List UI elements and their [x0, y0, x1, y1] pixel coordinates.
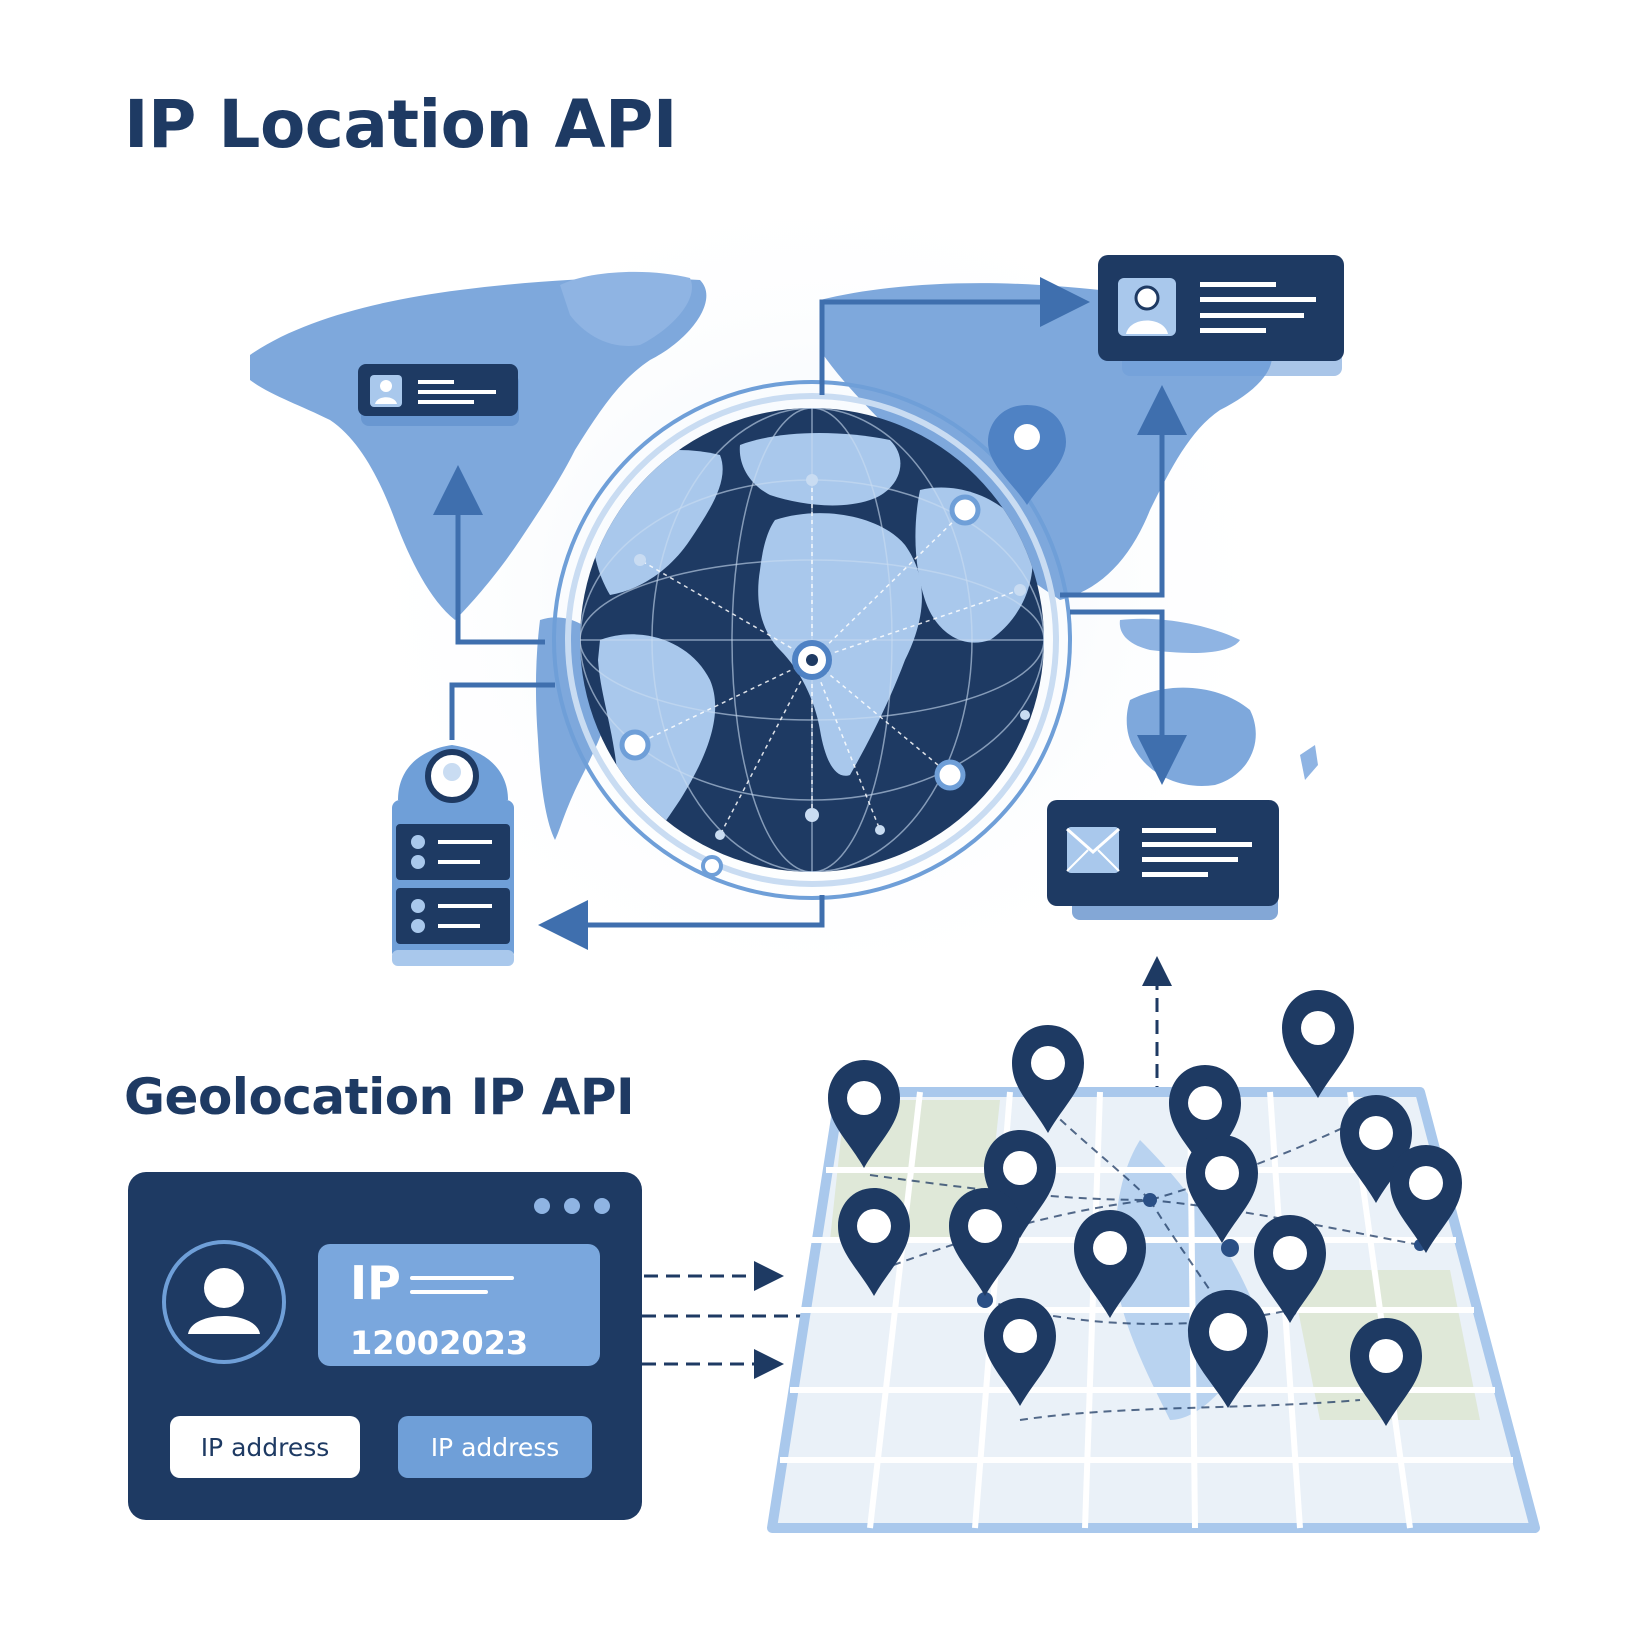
greenland-shape	[560, 271, 692, 346]
page-title: IP Location API	[124, 86, 677, 163]
ip-lookup-panel: IP 12002023 IP address IP address	[128, 1172, 642, 1520]
ip-address-submit-button[interactable]: IP address	[398, 1416, 592, 1478]
ip-line-decoration	[410, 1290, 488, 1294]
arrow-up-to-asia-card	[1060, 385, 1187, 598]
globe-outer-ring	[552, 380, 1072, 900]
mail-icon	[1066, 827, 1120, 873]
ip-line-decoration	[410, 1276, 514, 1280]
section-title: Geolocation IP API	[124, 1068, 635, 1126]
user-icon	[370, 375, 402, 407]
window-dot-icon	[564, 1198, 580, 1214]
window-dot-icon	[534, 1198, 550, 1214]
location-pin-icon	[988, 405, 1066, 505]
connector-to-server	[449, 682, 555, 740]
globe-asia-shape	[915, 487, 1033, 643]
arrow-to-top-left-card	[433, 465, 545, 645]
globe-marker-icon	[619, 494, 981, 877]
map-location-pin-icon	[828, 990, 1462, 1426]
ip-display: IP 12002023	[318, 1244, 600, 1366]
globe-europe-shape	[739, 433, 901, 506]
indonesia-shape	[1119, 618, 1240, 653]
north-america-shape	[250, 278, 707, 620]
globe-ring	[565, 393, 1059, 887]
arrow-down-to-australia	[1070, 609, 1187, 785]
globe-location-pin-icon	[792, 640, 832, 680]
user-icon	[188, 1268, 260, 1334]
new-zealand-shape	[1300, 745, 1318, 780]
info-card-mail	[1047, 800, 1279, 920]
ip-value: 12002023	[350, 1324, 529, 1362]
user-icon	[1118, 278, 1176, 336]
window-dot-icon	[594, 1198, 610, 1214]
window-controls	[534, 1198, 610, 1214]
arrow-to-top-right-card	[819, 277, 1090, 395]
globe-africa-shape	[758, 513, 922, 776]
arrow-to-server	[538, 895, 825, 950]
info-card-user-large	[1098, 255, 1344, 376]
server-icon	[392, 745, 514, 966]
avatar	[162, 1240, 286, 1364]
info-card-user-small	[358, 364, 519, 426]
ip-address-button[interactable]: IP address	[170, 1416, 360, 1478]
ip-label: IP	[350, 1256, 401, 1310]
